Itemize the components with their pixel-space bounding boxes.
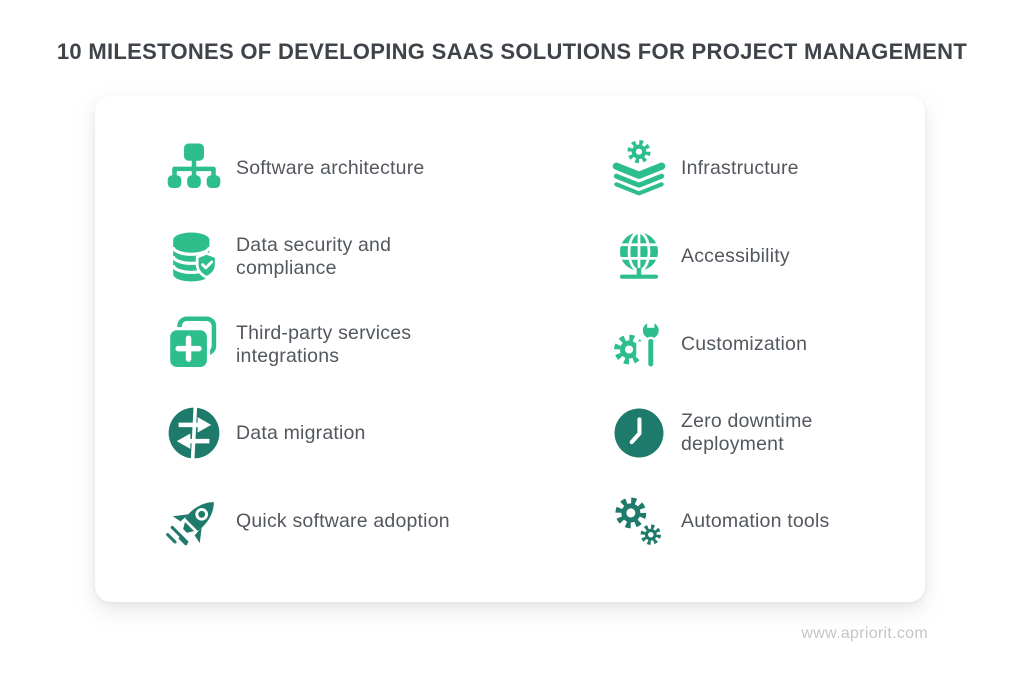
milestone-item-infrastructure: Infrastructure — [540, 124, 925, 212]
milestone-label: Third-party services integrations — [236, 321, 412, 367]
milestone-item-data-migration: Data migration — [95, 389, 540, 477]
milestone-label: Zero downtime deployment — [681, 410, 813, 456]
milestones-card: Software architecture Data security and … — [95, 96, 925, 602]
cards-plus-icon — [165, 316, 223, 374]
milestone-item-integrations: Third-party services integrations — [95, 301, 540, 389]
milestone-item-quick-adoption: Quick software adoption — [95, 478, 540, 566]
milestone-label: Quick software adoption — [236, 510, 450, 533]
gear-layers-icon — [610, 139, 668, 197]
milestone-item-software-architecture: Software architecture — [95, 124, 540, 212]
milestone-label: Accessibility — [681, 245, 790, 268]
globe-network-icon — [610, 228, 668, 286]
milestone-item-customization: Customization — [540, 301, 925, 389]
milestone-item-accessibility: Accessibility — [540, 212, 925, 300]
milestone-label: Data migration — [236, 421, 366, 444]
sitemap-icon — [165, 139, 223, 197]
milestone-item-data-security: Data security and compliance — [95, 212, 540, 300]
rocket-icon — [165, 493, 223, 551]
milestone-item-automation-tools: Automation tools — [540, 478, 925, 566]
milestone-label: Customization — [681, 333, 808, 356]
clock-icon — [610, 404, 668, 462]
website-url: www.apriorit.com — [801, 625, 928, 642]
milestone-label: Infrastructure — [681, 156, 799, 179]
milestone-label: Data security and compliance — [236, 233, 392, 279]
page-title: 10 MILESTONES OF DEVELOPING SAAS SOLUTIO… — [56, 39, 968, 64]
gears-icon — [610, 493, 668, 551]
milestone-label: Automation tools — [681, 510, 830, 533]
migration-arrows-icon — [165, 404, 223, 462]
milestone-label: Software architecture — [236, 156, 425, 179]
database-shield-icon — [165, 228, 223, 286]
gear-wrench-icon — [610, 316, 668, 374]
milestone-item-zero-downtime: Zero downtime deployment — [540, 389, 925, 477]
